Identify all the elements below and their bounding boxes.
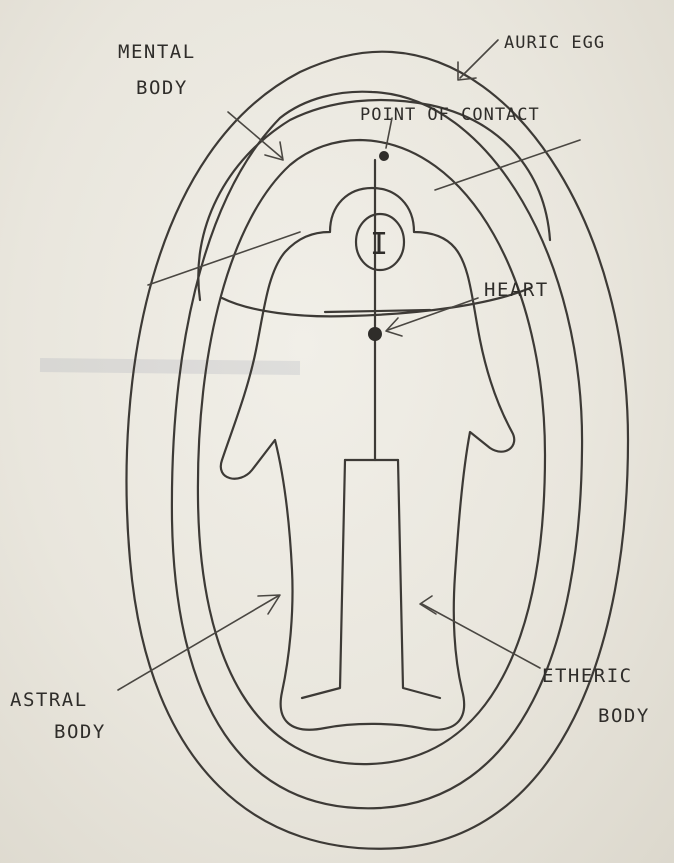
mental-body-label-line2: BODY [136,77,188,99]
etheric-body-label-line2: BODY [598,705,650,727]
auric-egg-label: AURIC EGG [504,33,605,53]
point-of-contact-label: POINT OF CONTACT [360,105,540,125]
mental-body-label-line1: MENTAL [118,41,196,63]
contact-side-line [435,140,580,190]
human-figure-outline [221,188,514,730]
left-body-line [148,232,300,285]
right-leg-line [398,460,440,698]
heart-dot [368,327,382,341]
auric-egg-outline [127,52,628,849]
heart-label: HEART [484,279,549,301]
head-symbol: I [370,227,390,262]
astral-body-label-line2: BODY [54,721,106,743]
paper-smudge [40,365,300,368]
etheric-body-arrow [422,604,540,668]
heart-arrowhead [386,318,402,336]
astral-body-outline [172,92,582,809]
astral-body-arrowhead [258,595,280,614]
etheric-body-label-line1: ETHERIC [542,665,633,687]
mental-body-arrow [228,112,282,158]
etheric-body-arrowhead [420,596,436,614]
auric-egg-arrow [460,40,498,78]
astral-body-arrow [118,596,278,690]
astral-body-label-line1: ASTRAL [10,689,88,711]
point-of-contact-dot [379,151,389,161]
left-leg-line [302,460,345,698]
